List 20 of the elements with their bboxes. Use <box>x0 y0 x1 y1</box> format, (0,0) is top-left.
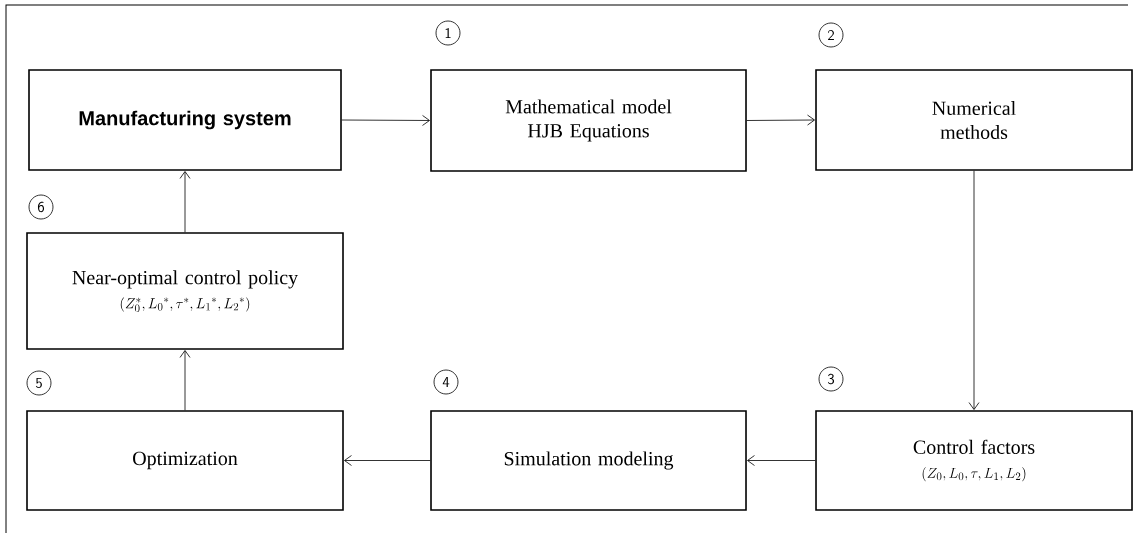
arrow <box>179 171 191 233</box>
process-box: Mathematical model HJB Equations <box>430 69 747 172</box>
callout-number: 5 <box>26 370 52 396</box>
arrow <box>179 350 191 411</box>
callout-number: 4 <box>433 369 459 395</box>
process-box: Simulation modeling <box>430 410 747 511</box>
arrow <box>344 455 431 466</box>
process-box: Numerical methods <box>815 69 1133 171</box>
arrow <box>746 114 815 126</box>
callout-number: 6 <box>28 194 54 220</box>
process-box: Manufacturing system <box>28 69 342 171</box>
arrow <box>341 115 430 126</box>
callout-number: 1 <box>435 20 461 46</box>
process-box: Optimization <box>26 410 344 511</box>
callout-number: 2 <box>818 22 844 48</box>
process-box: Control factors $(Z_0, L_0, \tau, L_1, L_2)$ <box>815 410 1133 511</box>
arrow <box>747 455 816 466</box>
process-box: Near-optimal control policy $(Z_0^*, {L_0}^*, \tau^*, {L_1}^*, {L_2}^*)$ <box>26 232 344 350</box>
arrow <box>968 170 980 410</box>
callout-number: 3 <box>818 366 844 392</box>
